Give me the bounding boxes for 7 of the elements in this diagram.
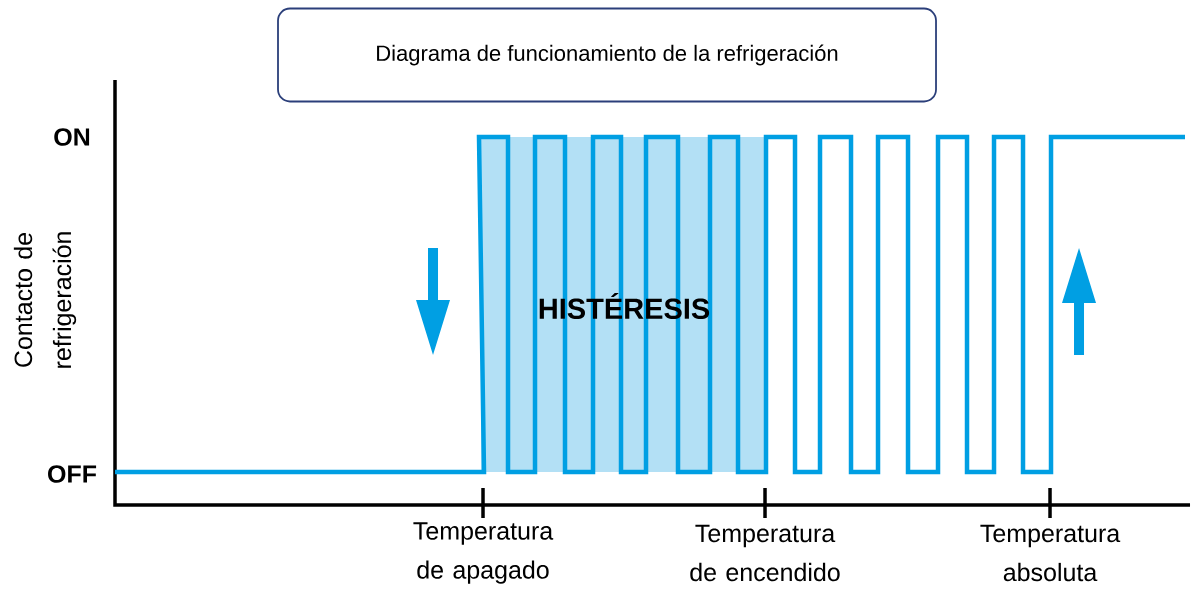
axis-title: Contacto de refrigeración: [13, 232, 77, 368]
axis-value-label: ON: [54, 128, 90, 146]
tick-label: Temperatura absoluta: [980, 524, 1121, 582]
tick-label: Temperatura de encendido: [690, 524, 840, 582]
title-box: Diagrama de funcionamiento de la refrigeración: [277, 7, 937, 103]
tick-label: Temperatura de apagado: [413, 522, 554, 584]
axis-value-label: OFF: [48, 465, 97, 483]
